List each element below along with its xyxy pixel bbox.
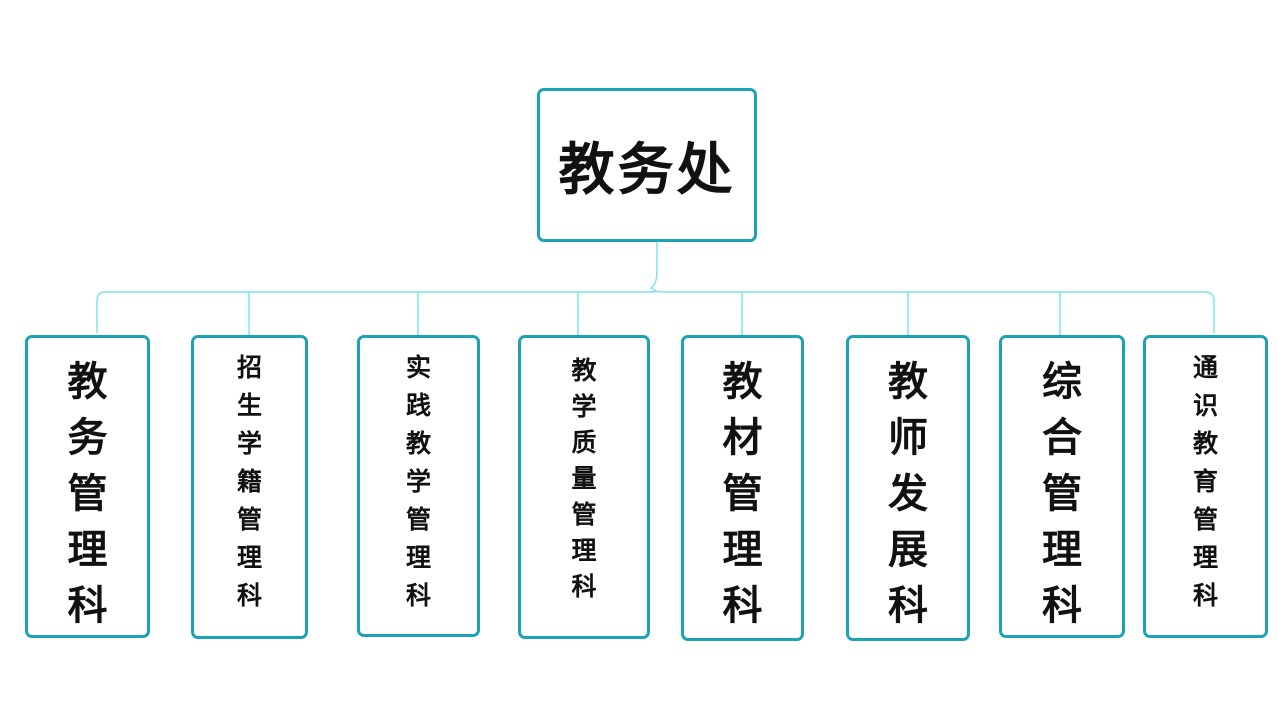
dept-node-8: 通 识 教 育 管 理 科 bbox=[1143, 335, 1268, 638]
dept-char: 管 bbox=[1042, 470, 1082, 517]
dept-char: 管 bbox=[722, 470, 763, 517]
dept-char: 理 bbox=[1042, 526, 1082, 573]
root-node-jiaowuchu: 教务处 bbox=[537, 88, 757, 242]
dept-char: 教 bbox=[888, 358, 928, 405]
dept-node-7: 综 合 管 理 科 bbox=[999, 335, 1125, 638]
dept-char: 管 bbox=[405, 505, 431, 534]
dept-char: 教 bbox=[722, 358, 763, 405]
dept-char: 实 bbox=[405, 353, 431, 382]
dept-node-1: 教 务 管 理 科 bbox=[25, 335, 150, 638]
dept-node-6: 教 师 发 展 科 bbox=[846, 335, 970, 641]
dept-char: 量 bbox=[571, 464, 597, 493]
dept-char: 科 bbox=[1042, 582, 1082, 629]
dept-char: 科 bbox=[67, 582, 108, 629]
dept-char: 理 bbox=[67, 526, 108, 573]
dept-label-4: 教 学 质 量 管 理 科 bbox=[571, 338, 596, 610]
dept-char: 科 bbox=[405, 581, 431, 610]
bus-right bbox=[663, 291, 1215, 333]
dept-char: 理 bbox=[1192, 543, 1218, 572]
bus-left bbox=[96, 291, 651, 333]
dept-label-3: 实 践 教 学 管 理 科 bbox=[406, 338, 431, 621]
dept-char: 籍 bbox=[236, 467, 262, 496]
dept-char: 学 bbox=[236, 429, 262, 458]
dept-char: 发 bbox=[888, 470, 928, 517]
dept-char: 科 bbox=[888, 582, 928, 629]
dept-char: 管 bbox=[236, 505, 262, 534]
dept-char: 理 bbox=[722, 526, 763, 573]
dept-char: 务 bbox=[67, 414, 108, 461]
dept-char: 学 bbox=[405, 467, 431, 496]
dept-label-6: 教 师 发 展 科 bbox=[888, 338, 928, 642]
dept-label-8: 通 识 教 育 管 理 科 bbox=[1193, 338, 1218, 621]
dept-char: 管 bbox=[571, 500, 597, 529]
dept-char: 科 bbox=[571, 572, 597, 601]
dept-char: 综 bbox=[1042, 358, 1082, 405]
dept-label-5: 教 材 管 理 科 bbox=[723, 338, 763, 642]
dept-label-2: 招 生 学 籍 管 理 科 bbox=[237, 338, 262, 621]
dept-char: 展 bbox=[888, 526, 928, 573]
dept-label-1: 教 务 管 理 科 bbox=[68, 338, 108, 642]
dept-node-2: 招 生 学 籍 管 理 科 bbox=[191, 335, 308, 639]
dept-char: 质 bbox=[571, 428, 597, 457]
dept-char: 理 bbox=[571, 536, 597, 565]
dept-char: 合 bbox=[1042, 414, 1082, 461]
dept-char: 践 bbox=[405, 391, 431, 420]
dept-char: 师 bbox=[888, 414, 928, 461]
dept-node-5: 教 材 管 理 科 bbox=[681, 335, 804, 641]
dept-char: 通 bbox=[1192, 353, 1218, 382]
dept-char: 理 bbox=[405, 543, 431, 572]
dept-char: 生 bbox=[236, 391, 262, 420]
dept-char: 招 bbox=[236, 353, 262, 382]
dept-char: 管 bbox=[1192, 505, 1218, 534]
dept-char: 材 bbox=[722, 414, 763, 461]
dept-label-7: 综 合 管 理 科 bbox=[1042, 338, 1082, 642]
dept-char: 管 bbox=[67, 470, 108, 517]
dept-node-3: 实 践 教 学 管 理 科 bbox=[357, 335, 480, 637]
dept-char: 学 bbox=[571, 392, 597, 421]
dept-char: 识 bbox=[1192, 391, 1218, 420]
dept-node-4: 教 学 质 量 管 理 科 bbox=[518, 335, 650, 639]
dept-char: 科 bbox=[1192, 581, 1218, 610]
dept-char: 科 bbox=[722, 582, 763, 629]
dept-char: 教 bbox=[405, 429, 431, 458]
root-connector bbox=[649, 242, 658, 293]
dept-char: 教 bbox=[1192, 429, 1218, 458]
root-label: 教务处 bbox=[558, 136, 736, 203]
dept-char: 教 bbox=[571, 356, 597, 385]
dept-char: 教 bbox=[67, 358, 108, 405]
dept-char: 理 bbox=[236, 543, 262, 572]
dept-char: 育 bbox=[1192, 467, 1218, 496]
bus-join bbox=[650, 290, 664, 293]
dept-char: 科 bbox=[236, 581, 262, 610]
